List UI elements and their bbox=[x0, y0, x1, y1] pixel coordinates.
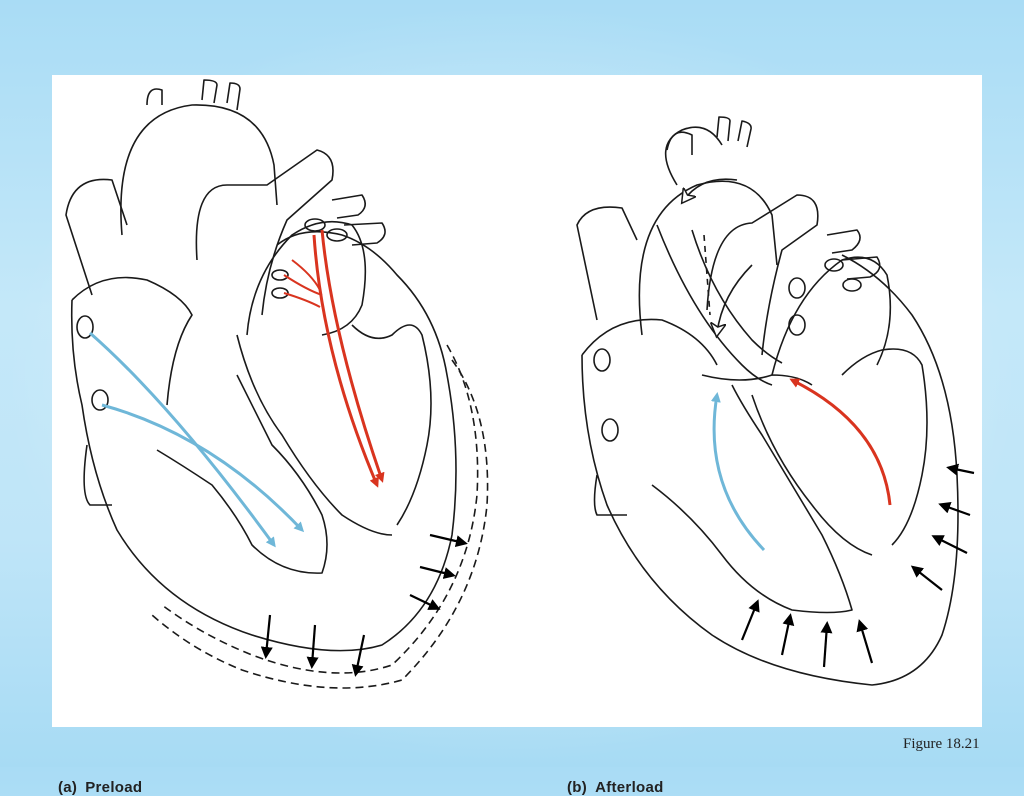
right-atrium bbox=[581, 318, 718, 366]
afterload-flow-arrows bbox=[710, 378, 892, 552]
aortic-branch-2 bbox=[716, 116, 731, 142]
venous-return-arrow-1 bbox=[89, 331, 276, 548]
pressure-arrow-2 bbox=[780, 613, 795, 656]
stretch-arrow-2 bbox=[306, 624, 319, 669]
pulmonary-trunk bbox=[195, 149, 334, 316]
caption-preload-title: Preload bbox=[85, 779, 143, 796]
aortic-branch-1 bbox=[146, 88, 163, 106]
right-ventricle-ejection-arrow bbox=[710, 392, 766, 552]
pulmonary-vein-1 bbox=[826, 229, 861, 254]
interventricular-septum bbox=[236, 334, 393, 536]
pulmonary-vein-flow-1 bbox=[283, 274, 323, 296]
stretch-arrow-4 bbox=[409, 594, 441, 610]
aortic-arch-flow-arrow bbox=[684, 178, 738, 200]
left-ventricle-wall bbox=[351, 324, 432, 526]
pulmonary-return-arrow-1 bbox=[320, 229, 385, 483]
pulmonary-vein-opening-2 bbox=[842, 278, 862, 292]
inferior-vena-cava bbox=[83, 444, 112, 506]
aortic-outflow-arrows bbox=[684, 178, 753, 333]
right-ventricle-wall bbox=[651, 384, 853, 614]
pulmonary-vein-opening-1 bbox=[824, 258, 844, 272]
valve-plane bbox=[701, 374, 813, 386]
aortic-branch-3 bbox=[226, 82, 241, 111]
aorta-channel-inner bbox=[691, 229, 783, 364]
preload-flow-arrows bbox=[89, 229, 385, 548]
stretched-wall-outline-1 bbox=[161, 344, 479, 674]
aortic-ejection-arrow bbox=[717, 264, 753, 333]
pulmonary-return-arrow-2 bbox=[312, 234, 379, 488]
vena-cava-opening-2 bbox=[91, 389, 109, 411]
pulmonary-vein-opening-3 bbox=[271, 269, 289, 281]
pressure-arrow-4 bbox=[856, 619, 874, 664]
aortic-branch-1 bbox=[666, 131, 693, 155]
right-ventricle-wall bbox=[156, 374, 328, 574]
pulmonary-vein-2 bbox=[343, 222, 386, 246]
heart-outline bbox=[70, 230, 457, 652]
heart-outline bbox=[581, 254, 959, 686]
preload-stretch-arrows bbox=[260, 533, 468, 677]
pulmonary-vein-opening-3 bbox=[788, 277, 806, 299]
aortic-arch-top bbox=[664, 126, 723, 186]
figure-panel: (a) Preload (b) Afterload bbox=[52, 75, 982, 796]
caption-afterload: (b) Afterload bbox=[567, 779, 664, 796]
aorta-channel-outer bbox=[656, 224, 773, 386]
caption-preload-letter: (a) bbox=[58, 779, 78, 796]
left-ventricle-ejection-arrow bbox=[789, 378, 892, 506]
caption-afterload-title: Afterload bbox=[595, 779, 664, 796]
pulmonary-vein-flow-2 bbox=[283, 292, 321, 308]
pulmonary-vein-opening-4 bbox=[271, 287, 289, 299]
heart-diagrams bbox=[65, 79, 975, 689]
afterload-heart bbox=[576, 116, 959, 686]
pulmonary-vein-opening-2 bbox=[326, 228, 348, 242]
pulmonary-vein-opening-1 bbox=[304, 218, 326, 232]
interventricular-septum bbox=[751, 394, 873, 556]
pulmonary-vein-2 bbox=[841, 256, 881, 280]
pressure-arrow-7 bbox=[938, 502, 971, 517]
afterload-pressure-arrows bbox=[740, 463, 975, 668]
stretched-wall-outline-2 bbox=[151, 359, 489, 689]
venous-return-arrow-2 bbox=[101, 403, 305, 533]
pressure-arrow-5 bbox=[910, 565, 943, 591]
figure-number-label: Figure 18.21 bbox=[903, 736, 980, 752]
vena-cava-opening-1 bbox=[593, 348, 611, 372]
aorta bbox=[638, 180, 778, 336]
preload-heart bbox=[65, 79, 489, 689]
superior-vena-cava bbox=[65, 178, 128, 296]
stretch-arrow-3 bbox=[351, 634, 366, 677]
aorta bbox=[120, 104, 278, 236]
aortic-dashed-path-1 bbox=[703, 234, 711, 316]
left-ventricle-wall bbox=[841, 348, 928, 546]
stretch-arrow-5 bbox=[419, 565, 456, 579]
aortic-branch-2 bbox=[201, 79, 218, 104]
superior-vena-cava bbox=[576, 206, 638, 321]
pressure-arrow-8 bbox=[946, 463, 975, 476]
caption-preload: (a) Preload bbox=[58, 779, 142, 796]
pulmonary-vein-1 bbox=[331, 194, 366, 219]
stretch-arrow-1 bbox=[260, 614, 273, 659]
aortic-branch-3 bbox=[737, 120, 752, 148]
pressure-arrow-6 bbox=[931, 535, 968, 554]
caption-afterload-letter: (b) bbox=[567, 779, 588, 796]
pressure-arrow-3 bbox=[820, 621, 833, 668]
inferior-vena-cava bbox=[593, 474, 627, 516]
right-atrium bbox=[71, 276, 193, 406]
pulmonary-vein-flow-3 bbox=[291, 259, 321, 291]
pressure-arrow-1 bbox=[740, 599, 760, 641]
left-atrium bbox=[246, 220, 367, 336]
vena-cava-opening-2 bbox=[601, 418, 619, 442]
stretch-arrow-6 bbox=[429, 533, 468, 548]
pulmonary-vein-opening-4 bbox=[788, 314, 806, 336]
vena-cava-opening-1 bbox=[76, 315, 94, 339]
pulmonary-trunk bbox=[706, 194, 819, 356]
